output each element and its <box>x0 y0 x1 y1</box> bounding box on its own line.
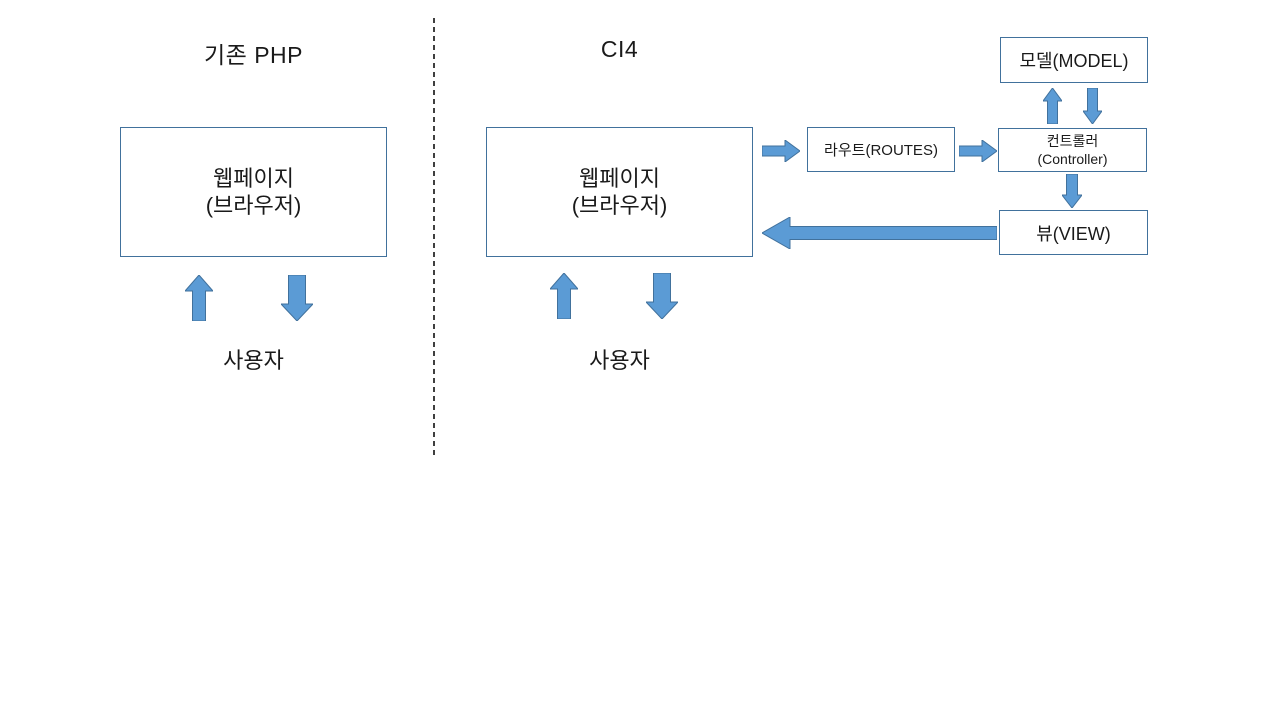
right-user-label: 사용자 <box>589 348 650 373</box>
model-box-label: 모델(MODEL) <box>1019 51 1129 71</box>
view-to-webpage-left-arrow-icon <box>762 217 997 249</box>
panel-divider-line <box>433 18 435 458</box>
controller-box: 컨트롤러 (Controller) <box>998 128 1147 172</box>
controller-to-model-up-arrow-icon <box>1043 88 1062 124</box>
right-down-arrow-icon <box>646 273 678 319</box>
right-panel-title: CI4 <box>600 36 639 62</box>
view-box-label: 뷰(VIEW) <box>1036 223 1111 244</box>
routes-box-label: 라우트(ROUTES) <box>824 142 938 159</box>
left-panel-title: 기존 PHP <box>203 42 303 68</box>
webpage-to-routes-arrow-icon <box>762 140 800 162</box>
right-webpage-box-line1: 웹페이지 <box>579 165 660 191</box>
left-webpage-box-line1: 웹페이지 <box>213 165 294 191</box>
left-webpage-box-line2: (브라우저) <box>205 193 302 218</box>
left-up-arrow-icon <box>185 275 213 321</box>
view-box: 뷰(VIEW) <box>999 210 1148 255</box>
model-box: 모델(MODEL) <box>1000 37 1148 83</box>
controller-box-line1: 컨트롤러 <box>1046 132 1099 149</box>
routes-to-controller-arrow-icon <box>959 140 997 162</box>
right-webpage-box: 웹페이지 (브라우저) <box>486 127 753 257</box>
left-user-label: 사용자 <box>223 348 284 373</box>
controller-box-line2: (Controller) <box>1037 151 1108 167</box>
left-webpage-box: 웹페이지 (브라우저) <box>120 127 387 257</box>
model-to-controller-down-arrow-icon <box>1083 88 1102 124</box>
right-webpage-box-line2: (브라우저) <box>571 193 668 218</box>
left-down-arrow-icon <box>281 275 313 321</box>
right-up-arrow-icon <box>550 273 578 319</box>
controller-to-view-down-arrow-icon <box>1062 174 1082 208</box>
routes-box: 라우트(ROUTES) <box>807 127 955 172</box>
